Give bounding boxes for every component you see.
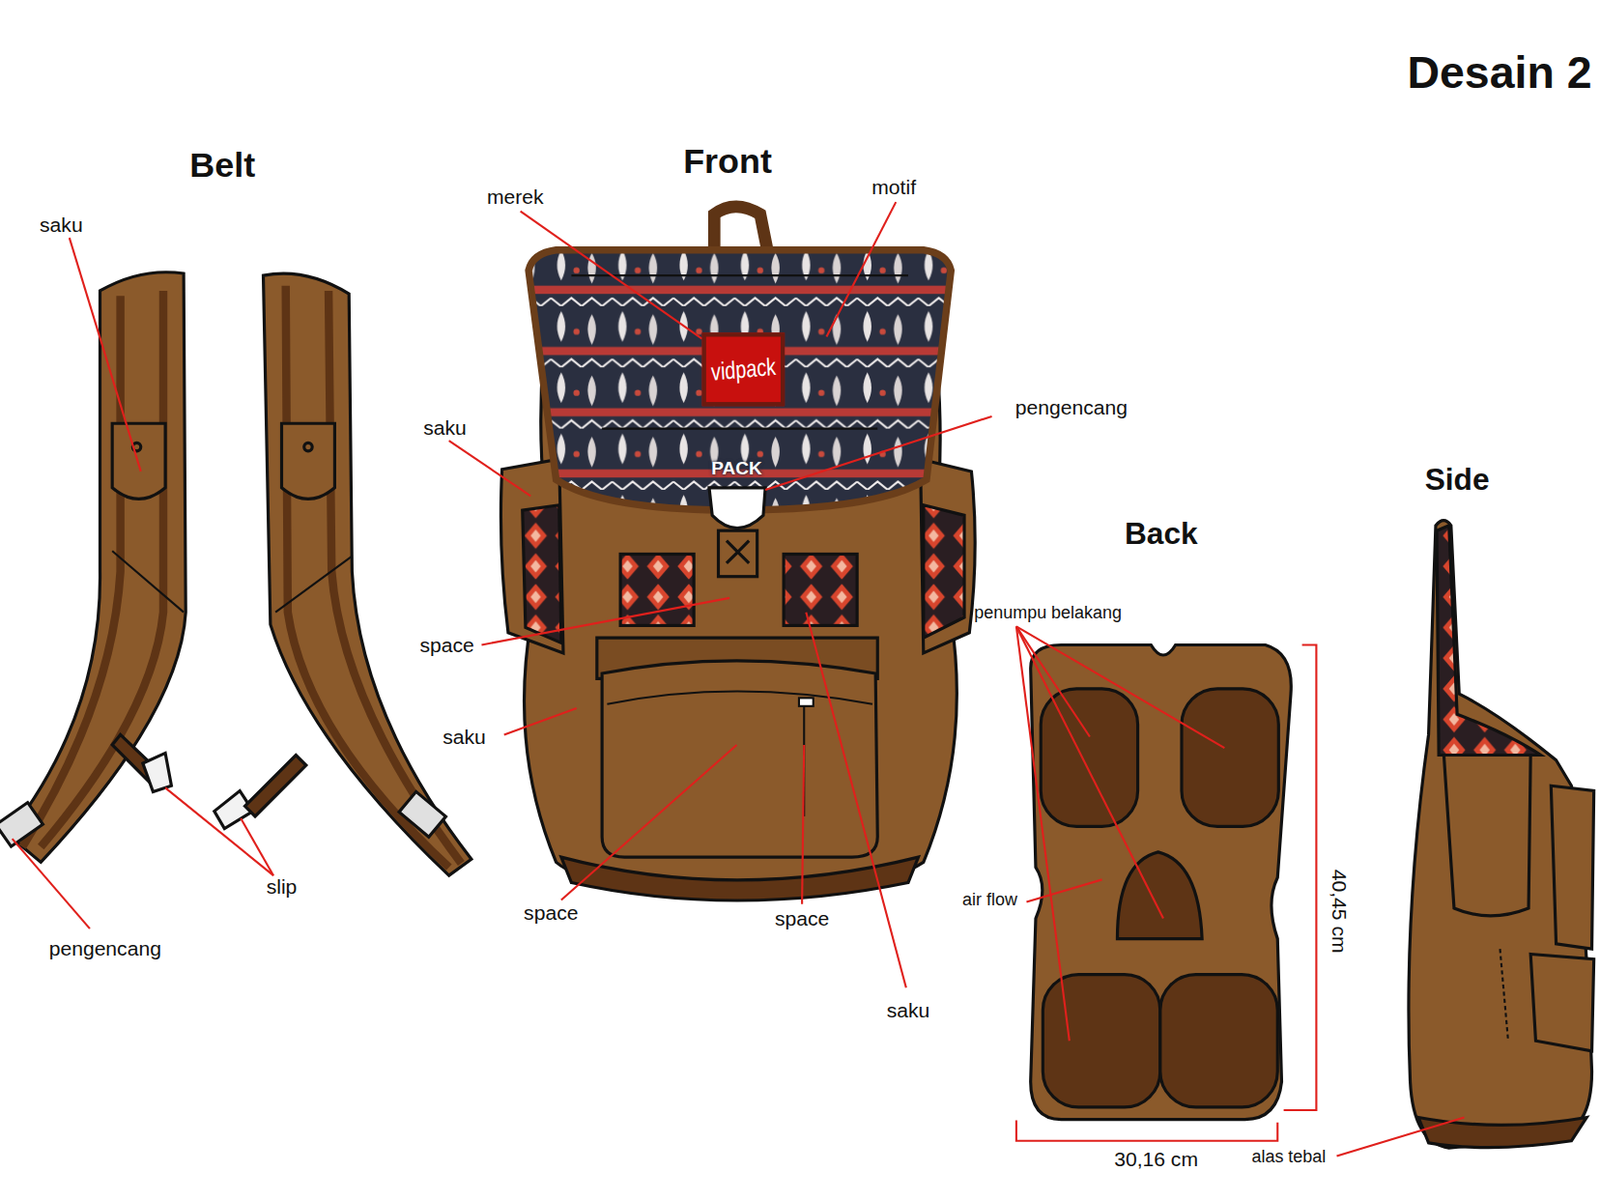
part-label: pengencang (1015, 396, 1128, 419)
part-label: saku (39, 213, 84, 236)
part-label: air flow (962, 891, 1018, 912)
dimension-label: 40,45 cm (1328, 869, 1351, 954)
page-title: Desain 2 (1406, 47, 1592, 99)
view-heading: PACK (711, 458, 762, 480)
part-label: penumpu belakang (973, 603, 1122, 624)
part-label: space (774, 907, 829, 930)
part-label: saku (423, 416, 467, 439)
view-heading: Back (1124, 516, 1199, 551)
view-heading: Side (1425, 462, 1490, 497)
brand-text: vidpack (710, 352, 776, 387)
view-heading: Front (683, 142, 772, 180)
part-label: motif (871, 175, 916, 199)
part-label: saku (442, 725, 486, 748)
part-label: 30,16 cm (1114, 1147, 1199, 1171)
part-label: slip (266, 875, 298, 898)
part-label: alas tebal (1251, 1147, 1326, 1168)
brand-logo-box: vidpack (702, 332, 785, 406)
view-heading: Belt (189, 145, 256, 184)
part-label: space (523, 901, 578, 924)
part-label: merek (486, 185, 544, 208)
part-label: pengencang (49, 937, 162, 960)
part-label: space (419, 633, 474, 657)
part-label: saku (886, 999, 931, 1022)
